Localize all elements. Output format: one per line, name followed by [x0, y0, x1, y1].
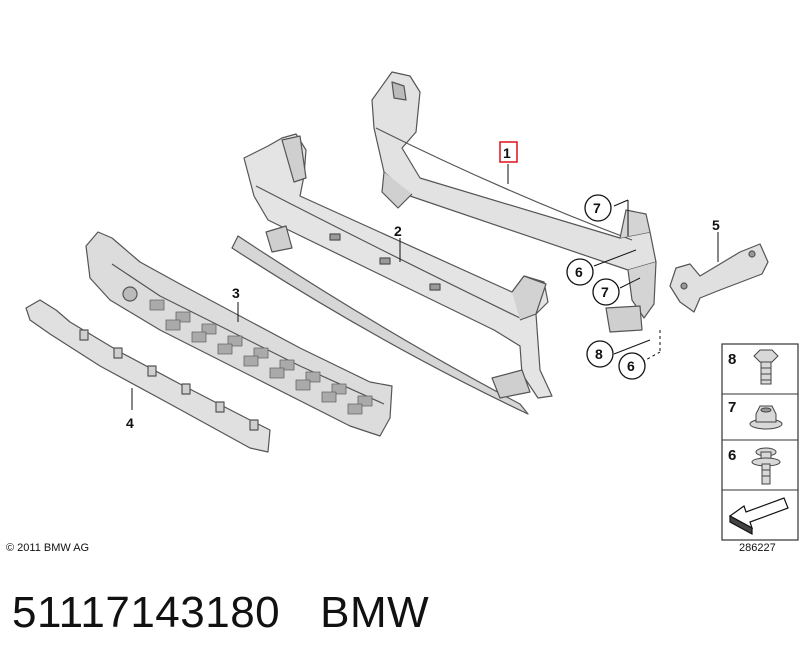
part-4-absorber-strip — [25, 299, 271, 453]
flange-nut-icon — [749, 405, 783, 430]
diagram-id: 286227 — [739, 542, 776, 554]
part-5-number[interactable]: 5 — [712, 217, 720, 233]
part-2-number[interactable]: 2 — [394, 223, 402, 239]
part-3-impact-absorber — [85, 231, 393, 437]
part-1-bumper-carrier — [371, 71, 657, 333]
svg-text:6: 6 — [627, 358, 635, 374]
part-number-caption: 51117143180 BMW — [12, 588, 429, 638]
svg-text:7: 7 — [593, 200, 601, 216]
callout-7-lower[interactable]: 7 — [592, 278, 620, 306]
part-1-number: 1 — [503, 145, 511, 161]
part-2-bumper-support — [231, 133, 553, 415]
bolt-with-washer-icon — [751, 447, 781, 485]
callout-6-upper[interactable]: 6 — [566, 258, 594, 286]
part-5-side-bracket — [669, 243, 769, 313]
brand-name: BMW — [320, 588, 430, 637]
callout-7-upper[interactable]: 7 — [584, 194, 612, 222]
part-3-number[interactable]: 3 — [232, 285, 240, 301]
svg-text:7: 7 — [728, 399, 736, 416]
svg-text:8: 8 — [728, 351, 736, 368]
svg-text:8: 8 — [595, 346, 603, 362]
svg-text:7: 7 — [601, 284, 609, 300]
copyright-notice: © 2011 BMW AG — [6, 542, 90, 554]
legend-item-8[interactable]: 8 — [728, 349, 779, 385]
part-4-number[interactable]: 4 — [126, 415, 134, 431]
part-1-label[interactable]: 1 — [499, 141, 518, 163]
leader-lines — [131, 164, 719, 410]
svg-text:6: 6 — [728, 447, 736, 464]
hex-bolt-icon — [753, 349, 779, 385]
legend-item-6[interactable]: 6 — [728, 447, 781, 485]
svg-text:6: 6 — [575, 264, 583, 280]
part-number: 51117143180 — [12, 588, 281, 637]
parts-diagram: 1 2 3 4 5 7 6 7 8 6 8 — [25, 71, 799, 541]
callout-6-lower[interactable]: 6 — [618, 352, 646, 380]
direction-arrow-icon — [728, 497, 789, 536]
legend-item-7[interactable]: 7 — [728, 399, 783, 430]
fastener-legend: 8 7 6 — [721, 343, 799, 541]
part-1-highlight-box — [499, 141, 518, 163]
callout-8[interactable]: 8 — [586, 340, 614, 368]
legend-item-arrow[interactable] — [728, 497, 789, 536]
